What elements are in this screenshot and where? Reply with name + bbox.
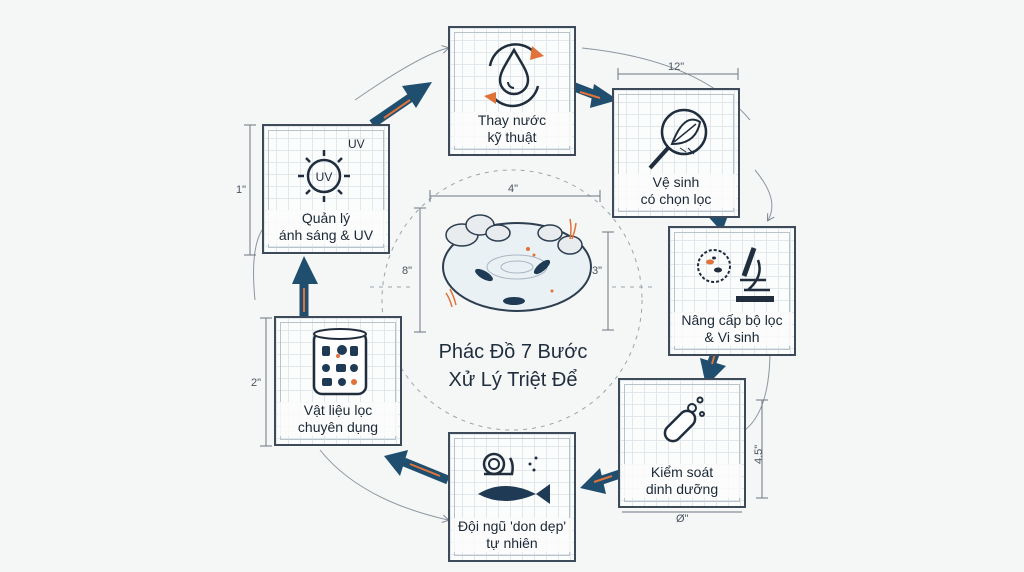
- arrow-7-to-1: [369, 82, 432, 128]
- arrow-4-to-5: [580, 468, 622, 494]
- dim-3in: 3": [592, 265, 602, 277]
- dim-1in: 1": [236, 184, 246, 196]
- dim-diameter: Ø": [676, 513, 689, 525]
- sun-uv-icon: UV UV: [298, 137, 365, 202]
- dim-4-5in: 4.5": [753, 445, 765, 464]
- dim-8in: 8": [402, 265, 412, 277]
- dim-2in: 2": [251, 377, 261, 389]
- center-title-line2: Xử Lý Triệt Để: [448, 369, 578, 391]
- step-label-cleanup-crew: Đội ngũ 'don dẹp'tự nhiên: [452, 518, 572, 552]
- cycle-arrows: [292, 81, 730, 494]
- dim-4in: 4": [508, 183, 518, 195]
- center-title: Phác Đồ 7 Bước Xử Lý Triệt Để: [400, 338, 626, 394]
- filter-media-icon: [312, 328, 368, 396]
- uv-sun-text: UV: [316, 170, 333, 184]
- arrow-6-to-7: [292, 256, 318, 318]
- capsule-bubbles-icon: [663, 396, 705, 443]
- center-title-line1: Phác Đồ 7 Bước: [438, 341, 588, 363]
- arrow-5-to-6: [384, 450, 450, 485]
- uv-top-text: UV: [348, 137, 365, 151]
- step-card-cleanup-crew: Đội ngũ 'don dẹp'tự nhiên: [448, 432, 576, 562]
- inner-dashed-circle: [381, 169, 643, 431]
- step-label-filter-upgrade: Nâng cấp bộ lọc& Vi sinh: [672, 312, 792, 346]
- dim-12in: 12": [668, 61, 684, 73]
- snail-fish-icon: [478, 452, 550, 504]
- step-card-filter-upgrade: Nâng cấp bộ lọc& Vi sinh: [668, 226, 796, 356]
- net-leaf-icon: [648, 108, 708, 170]
- pond-illustration: [442, 214, 592, 312]
- water-drop-cycle-icon: [484, 43, 544, 108]
- arrow-1-to-2: [570, 81, 618, 108]
- microscope-bacteria-icon: [697, 247, 774, 302]
